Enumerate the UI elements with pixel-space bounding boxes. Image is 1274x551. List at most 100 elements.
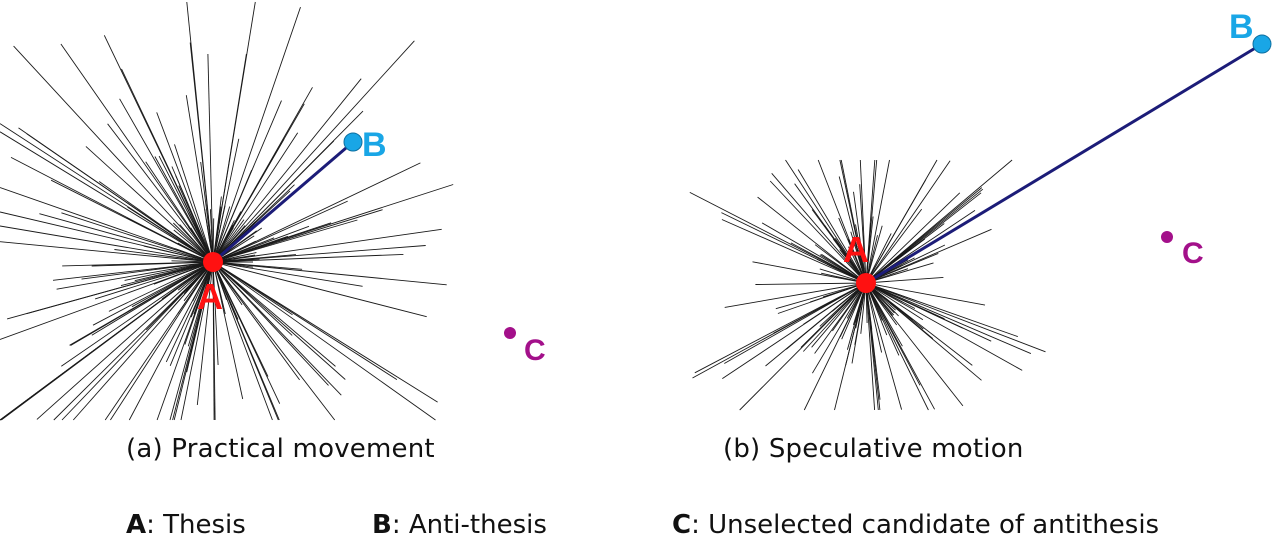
panel-a-spoke-line <box>169 261 214 366</box>
panel-b-spoke-line <box>865 228 992 284</box>
panel-a-thesis-label: A <box>197 276 223 317</box>
panel-b-spoke-line <box>814 282 867 354</box>
panel-a-spoke-line <box>212 209 383 263</box>
panel-a-spoke-line <box>120 261 214 287</box>
panel-b-spoke-line <box>865 282 986 306</box>
panel-a-spoke-line <box>169 261 214 421</box>
panel-a-spoke-line <box>156 261 214 421</box>
panel-a-spoke-line <box>165 261 214 363</box>
panel-a-spoke-line <box>196 261 214 406</box>
panel-a-spoke-line <box>212 261 342 396</box>
panel-b-spoke-line <box>811 282 867 348</box>
panel-b-spoke-line <box>865 223 945 284</box>
panel-a-spoke-line <box>85 146 214 263</box>
panel-a-thesis-antithesis-link <box>212 140 354 264</box>
panel-b-spoke-line <box>865 282 1023 371</box>
panel-a-spoke-line <box>212 228 442 263</box>
panel-a-spoke-line <box>212 261 280 421</box>
panel-b-spoke-line <box>771 173 867 284</box>
panel-b-spoke-line <box>790 242 867 284</box>
panel-b-spoke-line <box>865 282 921 386</box>
panel-a-practical-movement: A B C <box>0 1 546 421</box>
panel-b-spoke-line <box>724 282 867 308</box>
panel-a-spoke-line <box>212 261 427 318</box>
panel-a-spoke-line <box>0 225 214 263</box>
panel-a-spoke-line <box>26 261 214 315</box>
panel-a-spoke-line <box>207 53 214 263</box>
panel-a-antithesis-point <box>343 132 363 152</box>
legend-item-antithesis: B: Anti-thesis <box>372 510 547 540</box>
panel-a-spoke-line <box>212 261 269 377</box>
panel-a-spoke-line <box>212 261 336 421</box>
panel-b-spoke-line <box>797 169 867 284</box>
panel-a-spoke-line <box>212 132 299 263</box>
panel-a-spoke-line <box>212 261 300 381</box>
panel-a-spoke-line <box>0 187 214 263</box>
panel-a-spoke-line <box>212 1 256 263</box>
panel-b-spoke-line <box>865 208 923 284</box>
panel-b-spoke-line <box>865 160 951 284</box>
panel-b-antithesis-point <box>1252 34 1272 54</box>
panel-a-spoke-line <box>212 261 438 403</box>
panel-a-candidate-point <box>504 327 516 339</box>
panel-b-antithesis-label: B <box>1229 8 1254 46</box>
panel-a-spoke-line <box>124 261 214 281</box>
panel-a-spoke-line <box>119 98 214 263</box>
panel-a-spoke-line <box>212 261 447 286</box>
legend-key: C <box>672 510 692 540</box>
panel-b-spoke-line <box>812 282 867 374</box>
legend-item-candidate: C: Unselected candidate of antithesis <box>672 510 1159 540</box>
panel-a-antithesis-label: B <box>362 126 387 164</box>
panel-a-spoke-line <box>212 261 293 316</box>
panel-a-spoke-line <box>13 45 214 263</box>
panel-b-spoke-line <box>811 209 867 284</box>
panel-a-spoke-line <box>61 212 214 263</box>
panel-a-spoke-line <box>212 261 215 421</box>
panel-b-spoke-line <box>777 282 867 314</box>
panel-b-spoke-line <box>755 282 867 285</box>
panel-b-spoke-line <box>694 282 867 374</box>
panel-b-spoke-line <box>865 159 890 284</box>
panel-a-spoke-line <box>156 112 214 263</box>
panel-b-spoke-line <box>865 159 938 284</box>
panel-a-spoke-line <box>169 261 214 312</box>
panel-a-spoke-line <box>26 133 214 263</box>
legend-text: : Anti-thesis <box>391 510 547 540</box>
panel-a-spoke-line <box>52 261 214 281</box>
panel-a-spoke-line <box>212 261 346 380</box>
panel-b-spoke-line <box>752 261 867 284</box>
panel-a-spoke-line <box>212 261 336 367</box>
panel-b-spoke-line <box>722 282 867 379</box>
legend-key: B <box>372 510 392 540</box>
panel-a-spoke-line <box>61 261 214 367</box>
panel-b-spoke-line <box>769 180 867 284</box>
panel-b-spoke-line <box>865 282 883 353</box>
legend-text: : Thesis <box>146 510 246 540</box>
panel-a-spoke-line <box>107 123 214 263</box>
panel-a-spoke-line <box>53 261 214 421</box>
panel-b-spoke-line <box>757 196 867 284</box>
panel-b-speculative-motion: A B C <box>689 8 1272 411</box>
panel-a-spoke-line <box>98 181 214 263</box>
panel-a-spoke-line <box>60 43 214 263</box>
panel-a-spoke-line <box>212 261 219 366</box>
panel-a-caption: (a) Practical movement <box>126 434 435 464</box>
panel-b-spoke-line <box>865 262 934 284</box>
panel-b-spoke-line <box>865 192 961 284</box>
panel-b-spoke-line <box>865 276 944 284</box>
panel-a-spoke-line <box>212 138 240 263</box>
panel-a-spoke-line <box>128 261 214 421</box>
panel-b-spoke-line <box>851 282 867 364</box>
panel-a-spoke-line <box>174 144 214 263</box>
panel-a-spoke-line <box>212 261 244 400</box>
panel-b-candidate-label: C <box>1182 237 1204 270</box>
panel-b-caption: (b) Speculative motion <box>723 434 1024 464</box>
panel-a-spoke-line <box>212 261 398 380</box>
panel-a-spoke-line <box>0 131 214 263</box>
panel-a-spoke-line <box>212 261 363 287</box>
panel-a-spoke-line <box>0 211 214 263</box>
panel-a-spokes <box>0 1 454 421</box>
panel-b-spoke-line <box>689 191 867 284</box>
panel-b-spoke-line <box>724 282 867 364</box>
panel-b-spoke-line <box>853 191 867 284</box>
